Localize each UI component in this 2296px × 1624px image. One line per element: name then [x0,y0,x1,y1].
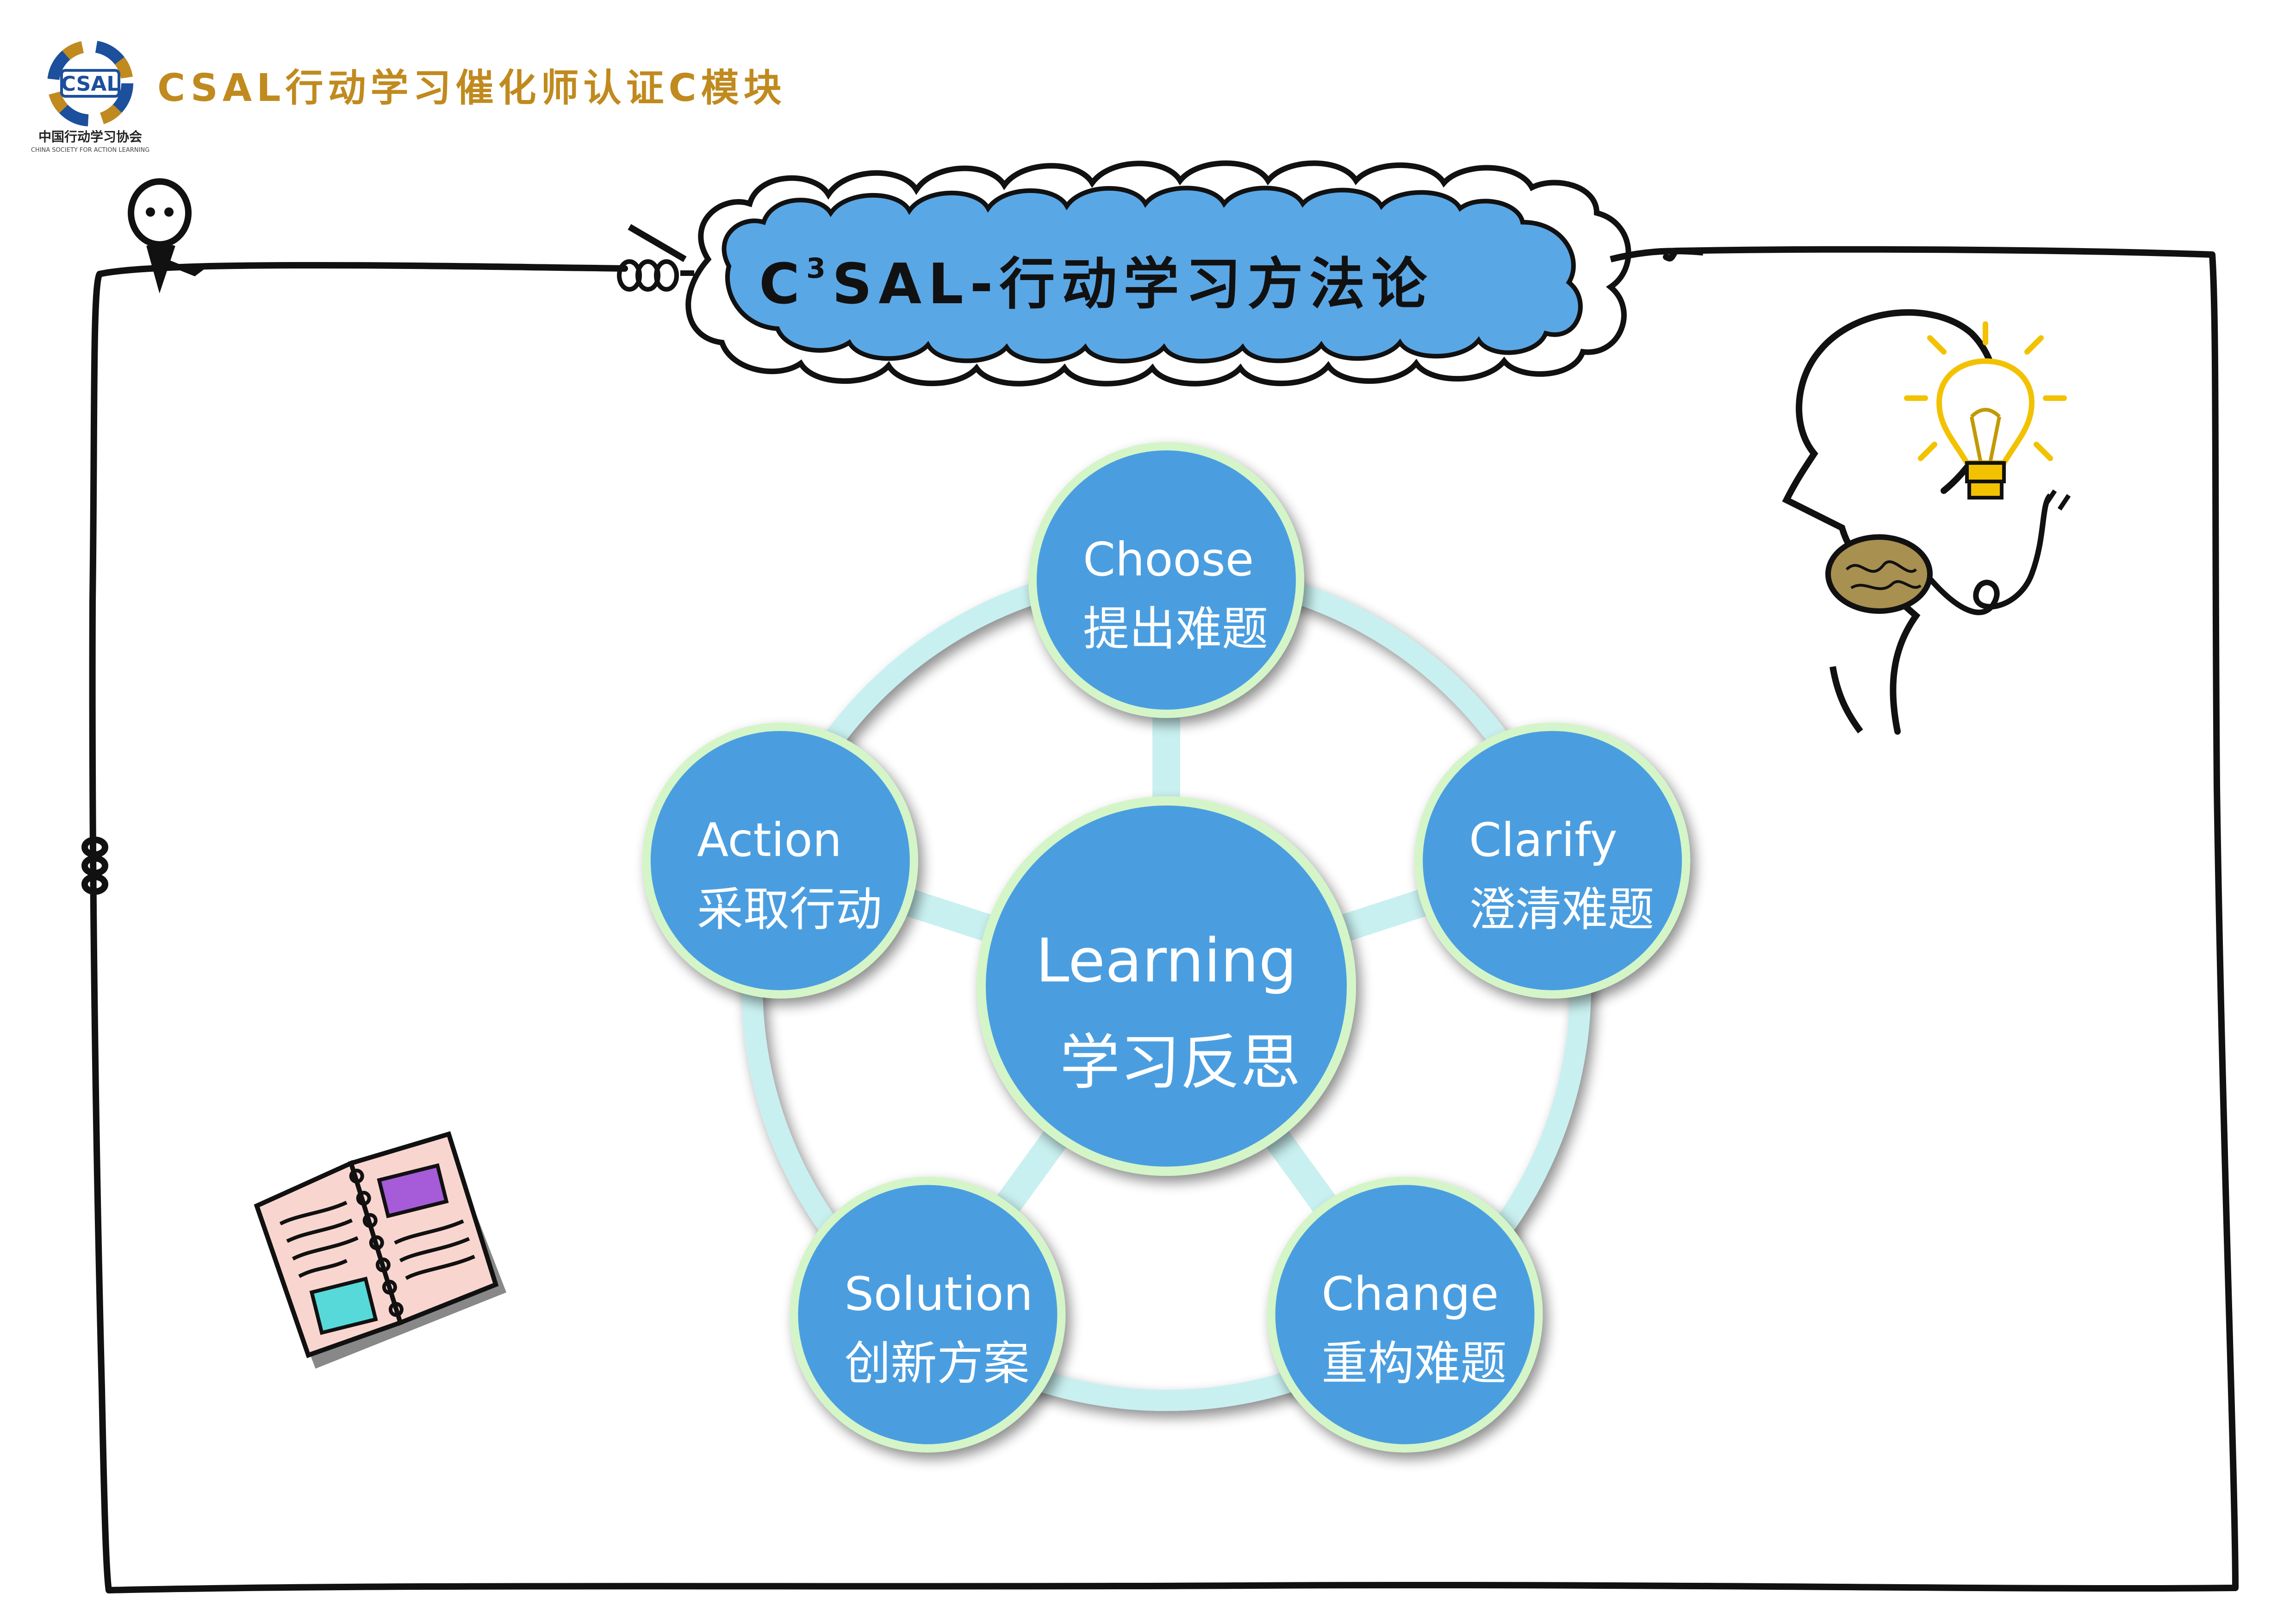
node-label-cn: 澄清难题 [1469,882,1654,937]
org-name-cn: 中国行动学习协会 [38,129,142,144]
cycle-nodes: Choose 提出难题 Clarify 澄清难题 Change 重构难题 Solution 创… [642,442,1691,1453]
node-disc [798,1185,1058,1444]
node-label-cn: 重构难题 [1322,1337,1507,1391]
center-label-en: Learning [1036,925,1297,996]
node-label-en: Action [697,813,842,867]
node-disc [1037,450,1296,710]
spoke-clarify [1333,887,1434,944]
node-solution: Solution 创新方案 [790,1176,1066,1453]
balloon-icon [128,178,205,294]
header: CSAL 中国行动学习协会 CHINA SOCIETY FOR ACTION L… [31,40,786,154]
node-label-cn: 创新方案 [844,1337,1029,1391]
logo-text: CSAL [61,72,120,96]
banner-title-prefix: C [759,252,806,317]
banner-title-rest: SAL-行动学习方法论 [832,252,1434,317]
spokes [899,709,1434,1218]
node-disc [1275,1185,1535,1444]
node-disc [650,731,910,990]
node-label-en: Choose [1083,532,1254,587]
node-label-en: Solution [844,1267,1033,1321]
spoke-solution [992,1124,1072,1218]
node-label-en: Change [1322,1267,1499,1321]
spoke-action [899,887,999,944]
spoke-change [1261,1124,1340,1218]
banner-title-superscript: 3 [806,252,832,285]
node-label-cn: 采取行动 [697,882,882,937]
head-brain-icon [1782,309,2071,735]
node-action: Action 采取行动 [642,722,918,999]
node-change: Change 重构难题 [1267,1176,1543,1453]
center-label-cn: 学习反思 [1060,1027,1300,1098]
title-banner: C3SAL-行动学习方法论 [617,160,1704,387]
logo-icon: CSAL [47,40,133,126]
node-label-cn: 提出难题 [1083,602,1268,656]
cycle-diagram: Choose 提出难题 Clarify 澄清难题 Change 重构难题 Solution 创… [642,442,1691,1453]
node-clarify: Clarify 澄清难题 [1414,722,1691,999]
module-title: CSAL行动学习催化师认证C模块 [157,66,786,110]
knot-icon [81,837,108,895]
node-choose: Choose 提出难题 [1028,442,1304,718]
banner-title: C3SAL-行动学习方法论 [759,252,1433,317]
open-book-icon [254,1131,507,1369]
node-label-en: Clarify [1469,813,1617,867]
center-node: Learning 学习反思 [977,796,1356,1176]
banner-cloud-fill [722,186,1583,363]
center-disc [986,806,1347,1167]
org-name-en: CHINA SOCIETY FOR ACTION LEARNING [31,147,149,154]
lightbulb-icon [1904,321,2067,500]
node-disc [1423,731,1682,990]
